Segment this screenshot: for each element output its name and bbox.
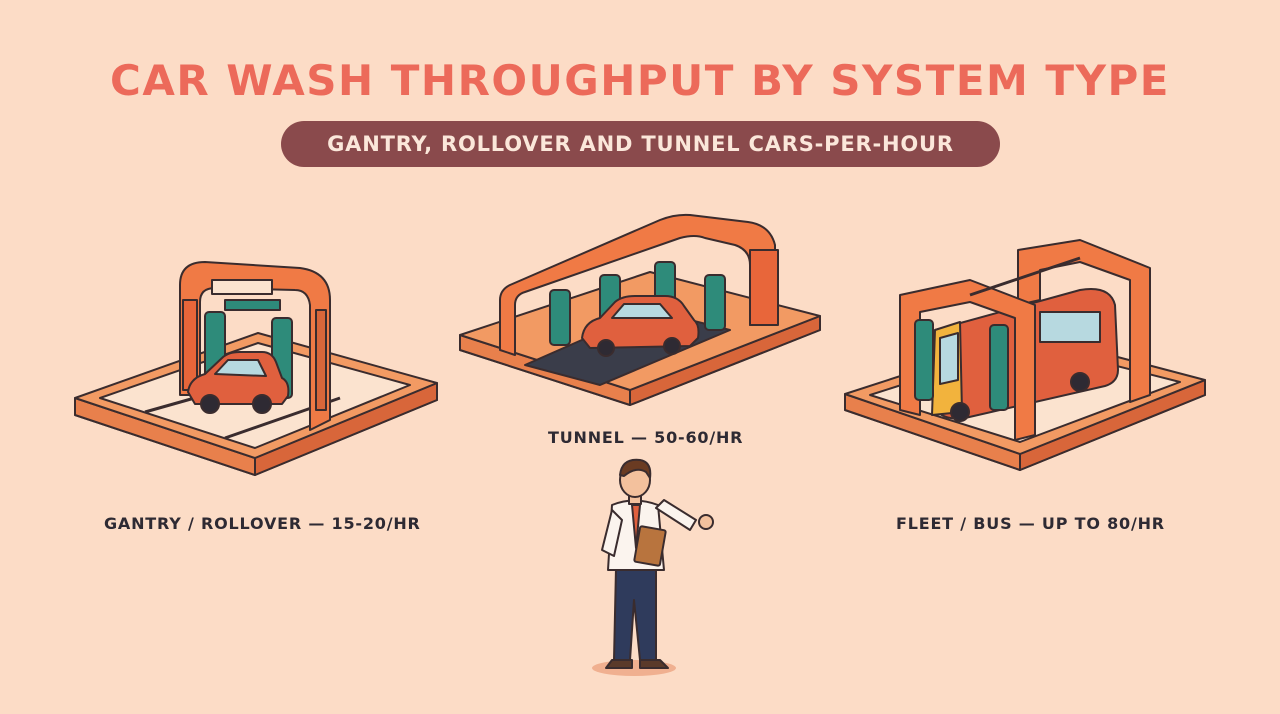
tunnel-wash-icon [459, 213, 821, 406]
bus-wash-icon [844, 239, 1206, 471]
subtitle-pill: GANTRY, ROLLOVER AND TUNNEL CARS-PER-HOU… [281, 121, 1000, 167]
fleet-bus-label: FLEET / BUS — UP TO 80/HR [896, 514, 1165, 533]
page-title: CAR WASH THROUGHPUT BY SYSTEM TYPE [110, 56, 1170, 105]
gantry-rollover-label: GANTRY / ROLLOVER — 15-20/HR [104, 514, 421, 533]
presenter-with-clipboard-icon [592, 458, 714, 676]
tunnel-label: TUNNEL — 50-60/HR [548, 428, 744, 447]
gantry-wash-icon [74, 261, 438, 476]
